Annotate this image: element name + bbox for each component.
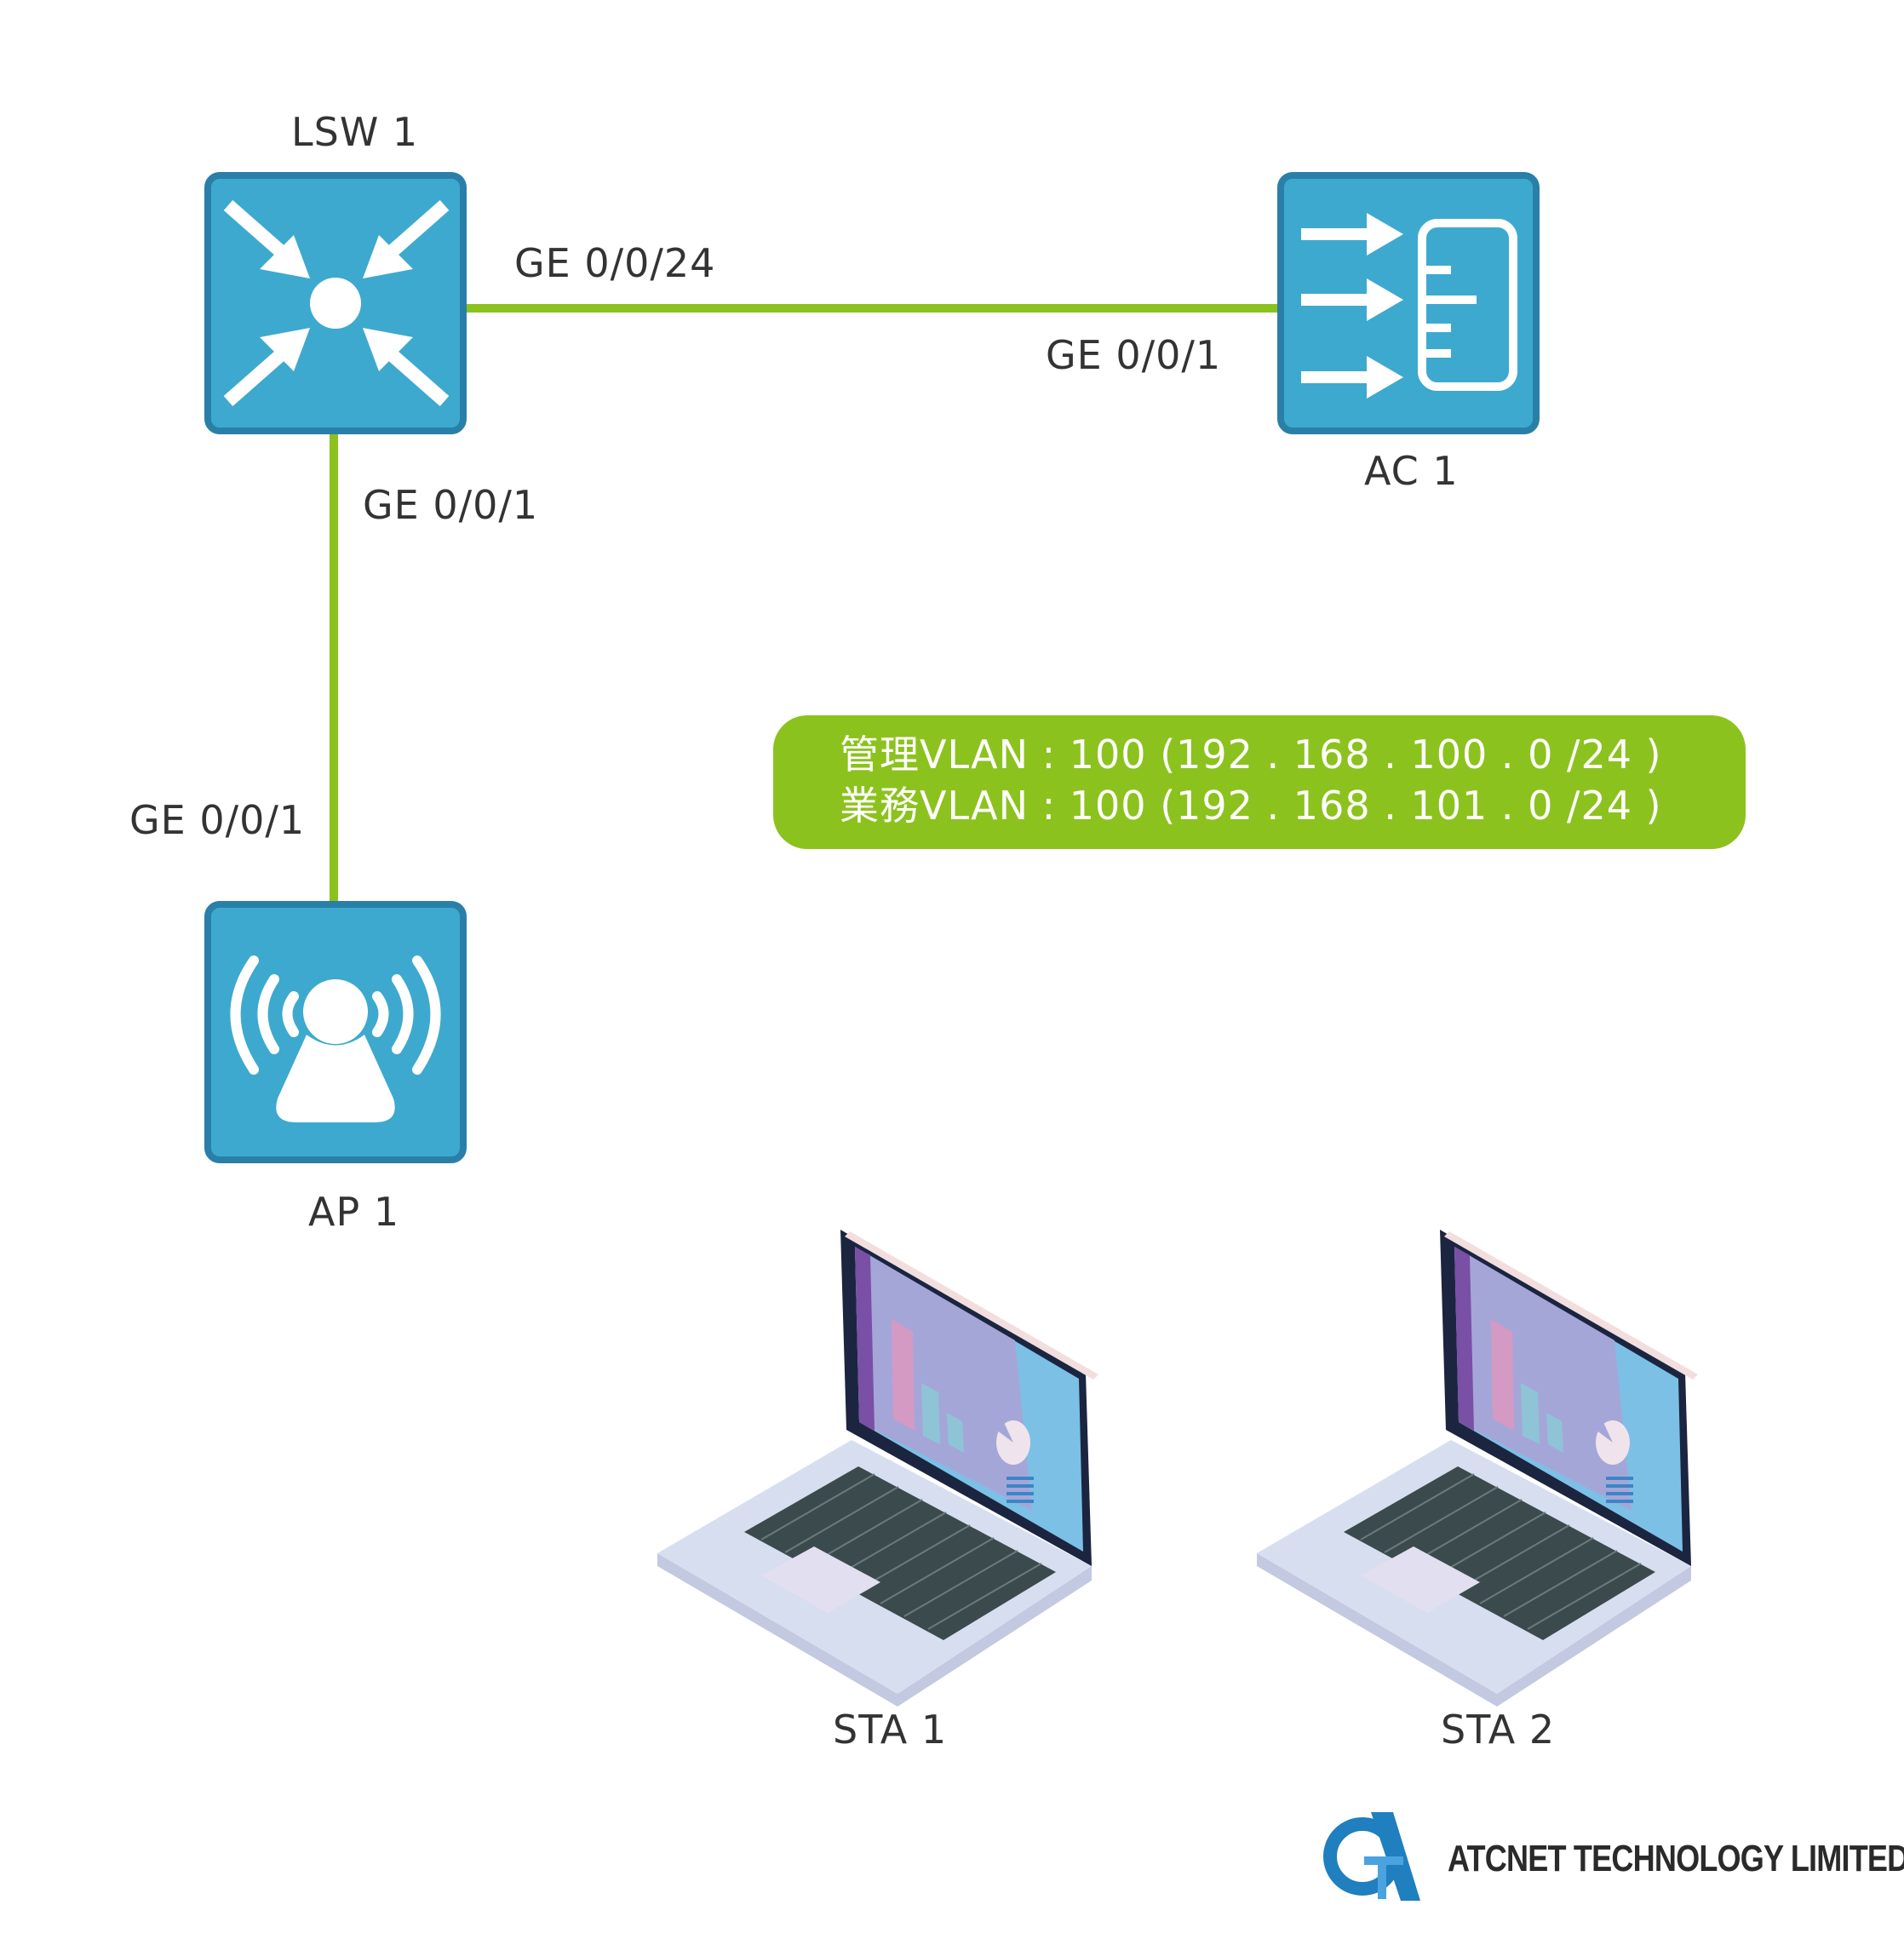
sta2-label: STA 2	[1441, 1707, 1556, 1753]
switch-arrows-icon	[223, 199, 450, 407]
sta1-laptop[interactable]	[657, 1229, 1099, 1707]
lsw1-port-ge0-0-24: GE 0/0/24	[514, 240, 716, 286]
laptop-icon	[657, 1229, 1099, 1707]
atcnet-logo-icon	[1323, 1812, 1420, 1901]
lsw1-port-ge0-0-1: GE 0/0/1	[363, 482, 539, 528]
ap1-device[interactable]	[204, 901, 467, 1163]
ac1-port-ge0-0-1: GE 0/0/1	[1046, 332, 1222, 378]
sta1-label: STA 1	[833, 1707, 948, 1753]
vlan-info-box: 管理VLAN : 100 (192 . 168 . 100 . 0 /24 ) …	[773, 715, 1746, 849]
ac1-label: AC 1	[1364, 448, 1459, 494]
ac1-device[interactable]	[1277, 172, 1540, 434]
lsw1-device[interactable]	[204, 172, 467, 434]
wireless-ap-icon	[230, 955, 441, 1122]
laptop-icon	[1256, 1229, 1699, 1707]
service-vlan-text: 業務VLAN : 100 (192 . 168 . 101 . 0 /24 )	[840, 783, 1662, 829]
ap1-port-ge0-0-1: GE 0/0/1	[129, 797, 306, 843]
brand-name: ATCNET TECHNOLOGY LIMITED	[1448, 1838, 1904, 1879]
lsw1-label: LSW 1	[291, 109, 419, 155]
ap1-label: AP 1	[308, 1189, 400, 1235]
sta2-laptop[interactable]	[1256, 1229, 1699, 1707]
management-vlan-text: 管理VLAN : 100 (192 . 168 . 100 . 0 /24 )	[840, 732, 1662, 777]
access-controller-icon	[1301, 213, 1517, 399]
